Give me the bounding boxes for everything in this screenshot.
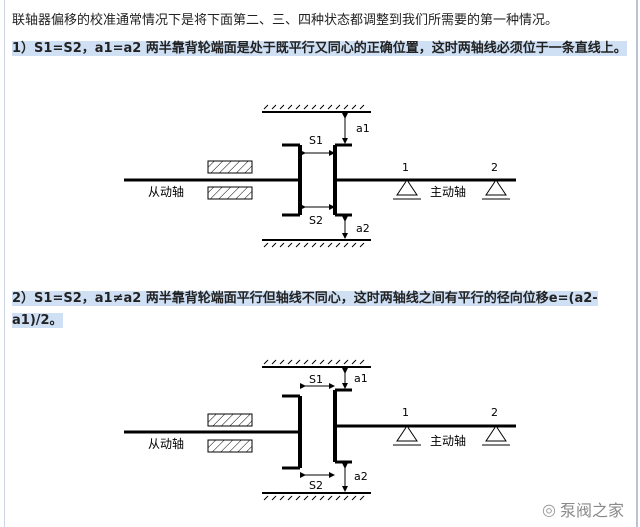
coupling-diagram-2: S1 S2 a1 a2 1 2 从动轴 主动轴 — [124, 359, 516, 501]
case-1-heading-text: 1）S1=S2，a1=a2 两半靠背轮端面是处于既平行又同心的正确位置，这时两轴… — [12, 41, 627, 56]
a1-label-1: a1 — [356, 122, 370, 135]
wechat-icon: ◎ — [542, 499, 556, 519]
intro-paragraph: 联轴器偏移的校准通常情况下是将下面第二、三、四种状态都调整到我们所需要的第一种情… — [12, 13, 559, 28]
watermark: ◎ 泵阀之家 — [542, 497, 624, 521]
coupling-diagram-1: S1 S2 a1 a2 1 2 从动轴 主动轴 — [124, 104, 516, 248]
a2-label-1: a2 — [356, 222, 370, 235]
s1-label-2: S1 — [309, 373, 323, 386]
point-1-label-1: 1 — [402, 161, 409, 174]
top-housing-hatch — [263, 104, 365, 110]
s2-label-2: S2 — [309, 479, 323, 492]
a2-label-2: a2 — [354, 470, 368, 483]
driving-shaft-label-1: 主动轴 — [430, 184, 466, 199]
left-border — [4, 0, 5, 527]
case-2-heading-text: 2）S1=S2，a1≠a2 两半靠背轮端面平行但轴线不同心，这时两轴线之间有平行… — [12, 291, 598, 328]
case-2-heading: 2）S1=S2，a1≠a2 两半靠背轮端面平行但轴线不同心，这时两轴线之间有平行… — [12, 288, 632, 332]
driven-shaft-label-1: 从动轴 — [148, 184, 184, 199]
case-1-heading: 1）S1=S2，a1=a2 两半靠背轮端面是处于既平行又同心的正确位置，这时两轴… — [12, 38, 632, 60]
driving-shaft-label-2: 主动轴 — [430, 433, 466, 448]
point-2-label-1: 2 — [491, 161, 498, 174]
s1-label-1: S1 — [309, 134, 323, 147]
point-1-label-2: 1 — [402, 406, 409, 419]
watermark-text: 泵阀之家 — [559, 501, 624, 520]
point-2-label-2: 2 — [491, 406, 498, 419]
s2-label-1: S2 — [309, 214, 323, 227]
a1-label-2: a1 — [354, 372, 368, 385]
driven-shaft-label-2: 从动轴 — [148, 436, 184, 451]
